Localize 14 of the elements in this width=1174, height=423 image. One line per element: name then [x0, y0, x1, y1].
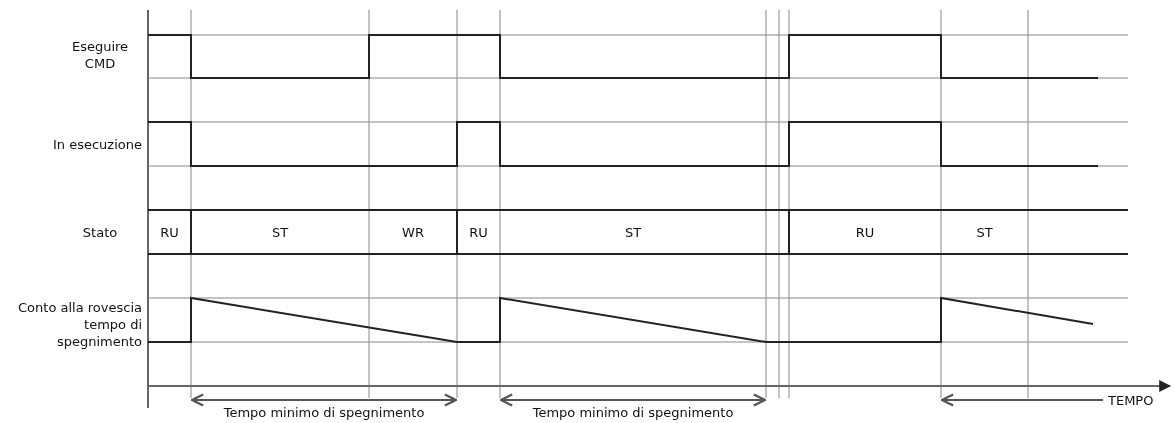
- state-label: RU: [854, 224, 876, 241]
- duration-label: Tempo minimo di spegnimento: [531, 404, 735, 421]
- signal-label: Conto alla rovescia tempo di spegnimento: [17, 299, 142, 350]
- signal-label: Stato: [81, 224, 119, 241]
- state-label: WR: [401, 224, 425, 241]
- duration-label: Tempo minimo di spegnimento: [222, 404, 426, 421]
- state-label: ST: [623, 224, 643, 241]
- axis-label: TEMPO: [1108, 392, 1154, 409]
- state-label: ST: [270, 224, 290, 241]
- signal-label: Eseguire CMD: [70, 38, 130, 72]
- state-label: ST: [975, 224, 994, 241]
- state-label: RU: [159, 224, 180, 241]
- state-label: RU: [468, 224, 489, 241]
- signal-label: In esecuzione: [52, 136, 142, 153]
